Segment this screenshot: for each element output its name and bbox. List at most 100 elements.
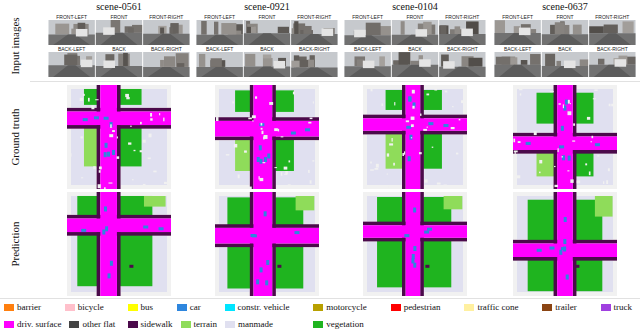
- legend-text: manmade: [238, 319, 273, 330]
- legend-text: constr. vehicle: [238, 302, 290, 313]
- legend-text: barrier: [17, 302, 41, 313]
- legend-text: terrain: [194, 319, 217, 330]
- legend-swatch: [464, 304, 474, 311]
- legend-swatch: [601, 304, 611, 311]
- ground-truth-map: [215, 85, 319, 191]
- scene-column: [345, 20, 486, 296]
- row-label: Ground truth: [9, 108, 22, 165]
- camera-photo: [96, 52, 142, 77]
- legend-text: motorcycle: [326, 302, 366, 313]
- camera-label: BACK-LEFT: [494, 46, 541, 52]
- camera-photo: [291, 52, 337, 77]
- camera-photo: [197, 52, 243, 77]
- camera-photo: [439, 52, 485, 77]
- camera-label: BACK-LEFT: [344, 46, 391, 52]
- legend-swatch: [313, 304, 323, 311]
- scene-column: [495, 20, 636, 296]
- camera-photo: [542, 20, 588, 45]
- scene-column: [197, 20, 338, 296]
- camera-label: FRONT-RIGHT: [439, 14, 486, 20]
- camera-label: FRONT-RIGHT: [291, 14, 338, 20]
- legend-swatch: [391, 304, 401, 311]
- legend-swatch: [225, 321, 235, 328]
- camera-label: BACK-LEFT: [196, 46, 243, 52]
- separator: [30, 81, 640, 82]
- legend-text: other flat: [82, 319, 115, 330]
- camera-photo: [244, 20, 290, 45]
- camera-label: BACK: [391, 46, 438, 52]
- camera-label: FRONT-LEFT: [494, 14, 541, 20]
- camera-photo: [143, 52, 189, 77]
- legend-swatch: [4, 321, 14, 328]
- scene-title: scene-0637: [494, 1, 636, 13]
- legend-text: bicycle: [78, 302, 104, 313]
- camera-photo: [345, 52, 391, 77]
- camera-label: BACK-LEFT: [48, 46, 95, 52]
- legend-text: vegetation: [326, 319, 364, 330]
- camera-label: BACK: [541, 46, 588, 52]
- row-label: Prediction: [9, 221, 22, 266]
- legend-text: sidewalk: [141, 319, 173, 330]
- camera-label: FRONT-LEFT: [344, 14, 391, 20]
- legend-swatch: [177, 304, 187, 311]
- camera-label: FRONT-RIGHT: [143, 14, 190, 20]
- camera-photo: [49, 20, 95, 45]
- camera-photo: [392, 20, 438, 45]
- camera-label: FRONT: [391, 14, 438, 20]
- legend-text: truck: [614, 302, 633, 313]
- camera-label: BACK: [95, 46, 142, 52]
- camera-photo: [291, 20, 337, 45]
- camera-label: FRONT-RIGHT: [589, 14, 636, 20]
- legend-text: pedestrian: [404, 302, 441, 313]
- legend-swatch: [542, 304, 552, 311]
- camera-photo: [96, 19, 142, 45]
- camera-photo: [439, 20, 485, 45]
- legend-swatch: [128, 304, 138, 311]
- legend-swatch: [128, 321, 138, 328]
- legend-swatch: [4, 304, 14, 311]
- legend-text: bus: [141, 302, 154, 313]
- separator: [0, 298, 640, 299]
- camera-photo: [589, 52, 635, 77]
- scene-title: scene-0561: [48, 1, 190, 13]
- legend-swatch: [313, 321, 323, 328]
- legend-swatch: [69, 321, 79, 328]
- legend-swatch: [181, 321, 191, 328]
- prediction-map: [513, 192, 617, 296]
- camera-photo: [392, 52, 438, 77]
- ground-truth-map: [513, 85, 617, 189]
- prediction-map: [215, 192, 319, 296]
- camera-label: BACK-RIGHT: [439, 46, 486, 52]
- camera-label: FRONT: [95, 14, 142, 20]
- camera-label: BACK-RIGHT: [291, 46, 338, 52]
- prediction-map: [363, 192, 467, 296]
- camera-label: FRONT: [541, 14, 588, 20]
- camera-photo: [244, 52, 290, 77]
- camera-label: FRONT-LEFT: [48, 14, 95, 20]
- camera-label: BACK: [243, 46, 290, 52]
- camera-photo: [495, 20, 541, 45]
- camera-photo: [542, 52, 588, 77]
- camera-label: BACK-RIGHT: [143, 46, 190, 52]
- camera-label: FRONT: [243, 14, 290, 20]
- legend-text: traffic cone: [477, 302, 518, 313]
- ground-truth-map: [363, 85, 470, 189]
- ground-truth-map: [67, 85, 171, 191]
- legend-text: trailer: [555, 302, 577, 313]
- scene-title: scene-0921: [196, 1, 338, 13]
- camera-photo: [495, 52, 541, 77]
- camera-photo: [49, 52, 95, 77]
- scene-column: [49, 19, 190, 296]
- camera-photo: [143, 20, 189, 45]
- camera-label: BACK-RIGHT: [589, 46, 636, 52]
- scene-title: scene-0104: [344, 1, 486, 13]
- prediction-map: [67, 192, 171, 296]
- camera-photo: [589, 20, 635, 45]
- camera-photo: [197, 20, 243, 45]
- camera-photo: [345, 20, 391, 45]
- legend-text: car: [190, 302, 201, 313]
- legend-text: driv. surface: [17, 319, 61, 330]
- legend-swatch: [65, 304, 75, 311]
- row-label: Input images: [9, 17, 22, 74]
